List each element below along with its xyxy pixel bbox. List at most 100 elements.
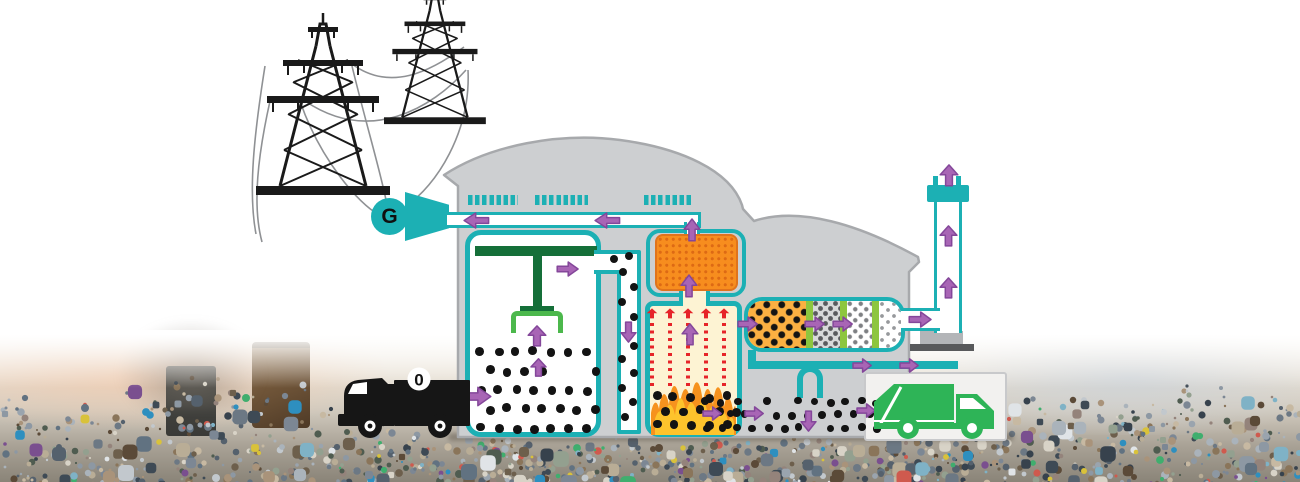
waste-dot [810,397,819,406]
waste-dot [718,423,727,432]
waste-dot [494,347,504,357]
roof-vent [644,195,692,205]
waste-dot [849,410,858,418]
flow-arrow [529,357,547,377]
waste-dot [582,347,591,357]
crane-claw-icon [511,311,563,333]
waste-dot [475,347,484,357]
chimney-base [910,344,974,351]
waste-dot [794,423,803,431]
waste-dot [669,420,679,430]
flow-arrow [619,321,637,343]
waste-dot [652,391,662,401]
flow-arrow [899,357,919,373]
flow-arrow [803,316,825,332]
waste-dot [513,425,522,434]
flow-arrow [938,277,958,299]
waste-dot [618,355,626,363]
waste-dot [502,367,512,377]
waste-dot [512,385,522,395]
waste-dot [546,423,555,433]
chimney-cap [927,185,969,202]
waste-dot [826,424,835,433]
waste-dot [732,407,741,417]
delivery-truck-icon: 0 [338,367,470,438]
waste-dot [679,407,688,417]
waste-dot [610,255,618,263]
waste-dot [686,421,696,430]
generator-letter: G [381,204,398,228]
waste-dot [629,398,637,406]
heat-column [668,323,672,386]
flow-arrow [736,316,758,332]
waste-dot [841,397,849,406]
waste-dot [537,367,547,377]
waste-dot [630,313,638,321]
waste-dot [583,386,592,396]
waste-dot [723,420,733,429]
waste-dot [564,386,574,395]
heat-column [686,323,690,386]
flow-arrow [683,218,701,242]
heat-column [650,323,654,386]
flow-arrow [938,225,958,247]
waste-dot [529,385,538,395]
heat-arrow [664,307,676,318]
waste-dot [630,369,638,377]
waste-dot [733,423,741,432]
waste-dot [840,424,849,433]
waste-dot [700,397,709,405]
waste-dot [630,283,638,291]
waste-dot [591,366,601,376]
filter-bank [744,297,905,352]
waste-dot [563,348,573,357]
flow-arrow [680,274,698,298]
flow-arrow [799,410,817,432]
flow-arrow [593,211,620,229]
waste-dot [763,397,772,405]
waste-dot [501,403,511,413]
waste-dot [704,394,714,403]
roof-vent [535,195,588,205]
heat-arrow [646,307,658,318]
ash-hopper-icon [797,366,823,398]
steam-pipe [447,212,701,228]
flow-arrow [908,310,932,328]
waste-dot [520,367,530,377]
waste-dot [547,386,557,395]
flow-arrow [681,322,699,346]
waste-dot [858,423,866,431]
waste-dot [772,412,781,420]
heat-arrow [700,307,712,318]
ash-pipe [748,350,756,363]
roof-vent [468,195,518,205]
waste-dot [618,384,626,392]
waste-dot [485,365,495,374]
waste-dot [572,405,581,415]
waste-dot [668,392,678,402]
waste-dot [510,346,520,356]
waste-dot [528,346,537,356]
flow-arrow [939,163,959,187]
chimney-cap-post [956,176,961,186]
flow-arrow [831,316,853,332]
waste-dot [492,385,502,394]
crane-rail [475,246,597,256]
waste-dot [661,406,670,416]
flow-arrow [462,211,489,229]
waste-dot [716,399,725,407]
waste-dot [476,422,486,432]
flow-arrow [852,357,872,373]
waste-dot [726,409,735,418]
waste-dot [619,268,627,276]
waste-dot [858,396,866,405]
chimney-cap-post [933,176,938,186]
pylon-icon [382,0,487,126]
waste-dot [563,423,573,433]
waste-dot [703,424,712,433]
chimney-pedestal [920,331,963,346]
waste-dot [591,405,601,415]
waste-dot [873,425,881,433]
waste-dot [734,397,742,406]
heat-arrow [682,307,694,318]
